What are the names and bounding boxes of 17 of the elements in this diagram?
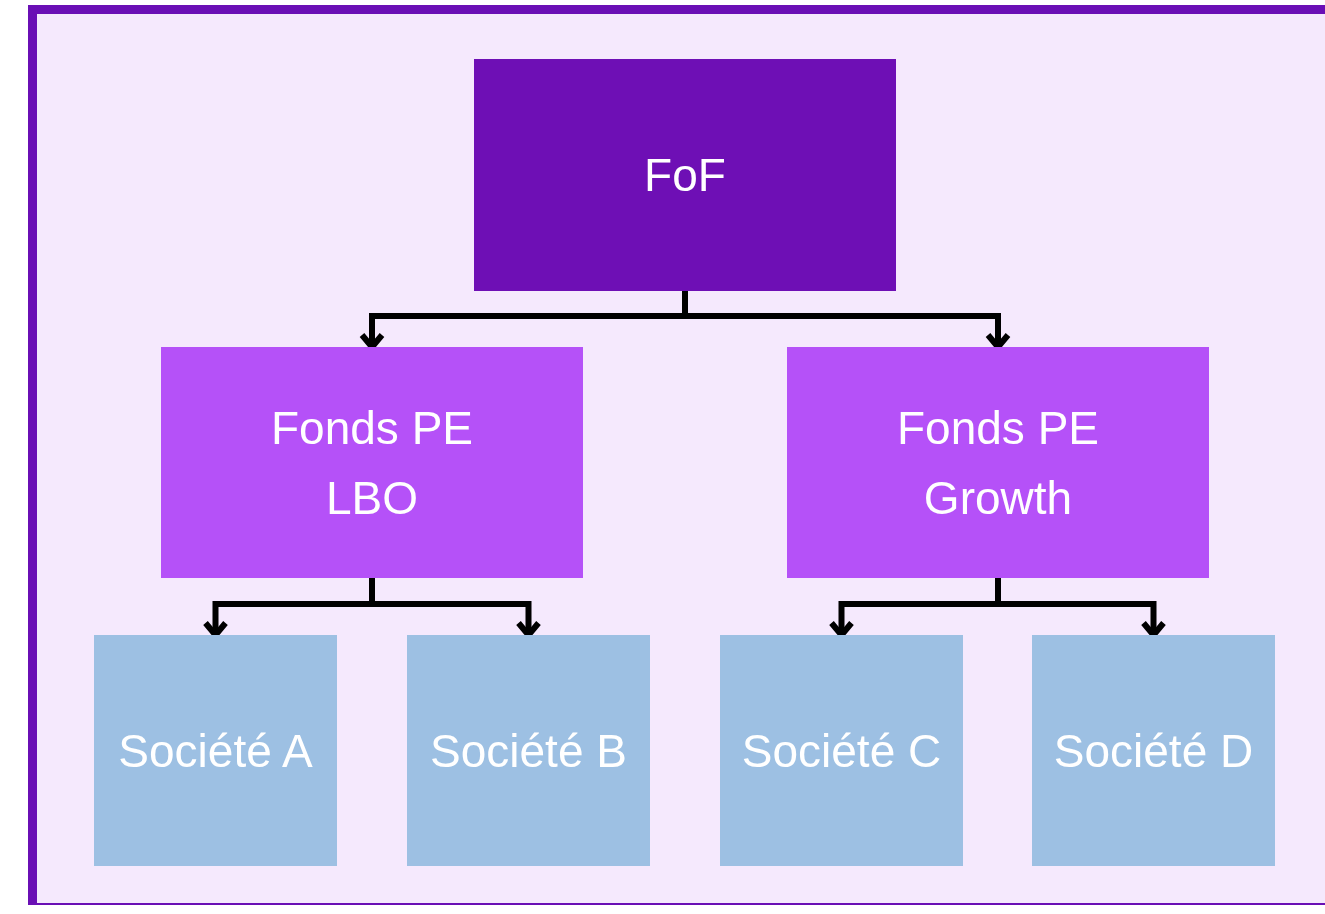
arrow <box>682 291 1011 350</box>
fund-box <box>161 347 583 578</box>
company-box <box>407 635 650 866</box>
node-label: Société C <box>741 723 942 779</box>
node-label: Société A <box>118 723 313 779</box>
arrow <box>369 578 542 638</box>
fund-box <box>787 347 1209 578</box>
node-label: Fonds PE Growth <box>896 400 1100 526</box>
root-node <box>474 59 896 291</box>
node-label: FoF <box>644 148 726 203</box>
arrow <box>995 578 1167 638</box>
node-label: Société B <box>430 723 627 779</box>
company-box <box>1032 635 1275 866</box>
node-label: Fonds PE LBO <box>270 400 474 526</box>
node-label: Société D <box>1053 723 1254 779</box>
company-box <box>94 635 337 866</box>
company-box <box>720 635 963 866</box>
